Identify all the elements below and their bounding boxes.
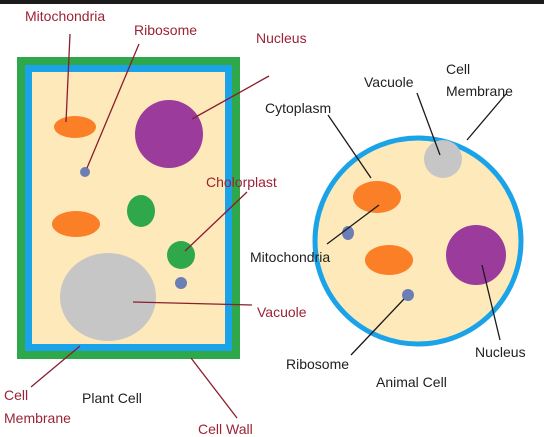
animal-ribosome-label: Ribosome	[286, 356, 350, 372]
plant-cell	[17, 57, 240, 359]
animal-leader-lines	[326, 92, 507, 356]
plant-vacuole-line	[132, 301, 253, 306]
plant-mitochondria-line	[65, 33, 71, 123]
animal-cell-membrane-label-line2: Membrane	[446, 83, 513, 99]
animal-cell-membrane-label-line1: Cell	[446, 61, 471, 77]
animal-mitochondria-1	[353, 181, 401, 213]
plant-chloroplast-1	[127, 195, 155, 227]
top-border	[0, 0, 544, 4]
plant-vacuole	[60, 253, 156, 341]
animal-ribosome-line	[350, 298, 405, 356]
plant-nucleus	[135, 100, 203, 168]
plant-ribosome-line	[86, 43, 140, 169]
animal-cell	[312, 135, 524, 347]
plant-nucleus-label: Nucleus	[256, 30, 307, 46]
plant-cell-membrane-label-line1: Cell	[4, 387, 29, 403]
plant-cell-wall-label: Cell Wall	[198, 421, 253, 437]
animal-ribosome-2	[402, 289, 414, 301]
plant-chloroplast-line	[184, 191, 248, 252]
animal-membrane-line	[466, 93, 507, 141]
plant-mitochondria-label: Mitochondria	[25, 8, 106, 24]
animal-ribosome-1	[342, 226, 354, 240]
animal-nucleus-line	[481, 264, 501, 341]
plant-cell-title: Plant Cell	[82, 390, 142, 406]
animal-mitochondria-2	[365, 245, 413, 275]
animal-cytoplasm-line	[327, 114, 372, 179]
plant-mitochondria-2	[52, 211, 100, 237]
plant-leader-lines	[30, 33, 270, 419]
animal-mitochondria-line	[326, 204, 380, 245]
plant-cell-membrane-label-line2: Membrane	[4, 410, 71, 426]
animal-nucleus	[446, 225, 506, 285]
animal-cytoplasm-label: Cytoplasm	[265, 100, 332, 116]
plant-ribosome-label: Ribosome	[134, 22, 198, 38]
plant-nucleus-line	[191, 75, 270, 120]
plant-ribosome-2	[175, 277, 187, 289]
plant-membrane-line	[30, 345, 81, 388]
animal-vacuole	[424, 140, 462, 178]
animal-nucleus-label: Nucleus	[475, 344, 526, 360]
animal-cell-title: Animal Cell	[376, 374, 447, 390]
plant-wall-line	[190, 357, 238, 419]
plant-mitochondria-1	[54, 116, 96, 138]
plant-chloroplast-label: Cholorplast	[206, 174, 277, 190]
animal-vacuole-label: Vacuole	[364, 74, 414, 90]
plant-vacuole-label: Vacuole	[257, 304, 307, 320]
animal-mitochondria-label: Mitochondria	[250, 249, 331, 265]
animal-vacuole-line	[416, 92, 441, 156]
plant-ribosome-1	[80, 167, 90, 177]
